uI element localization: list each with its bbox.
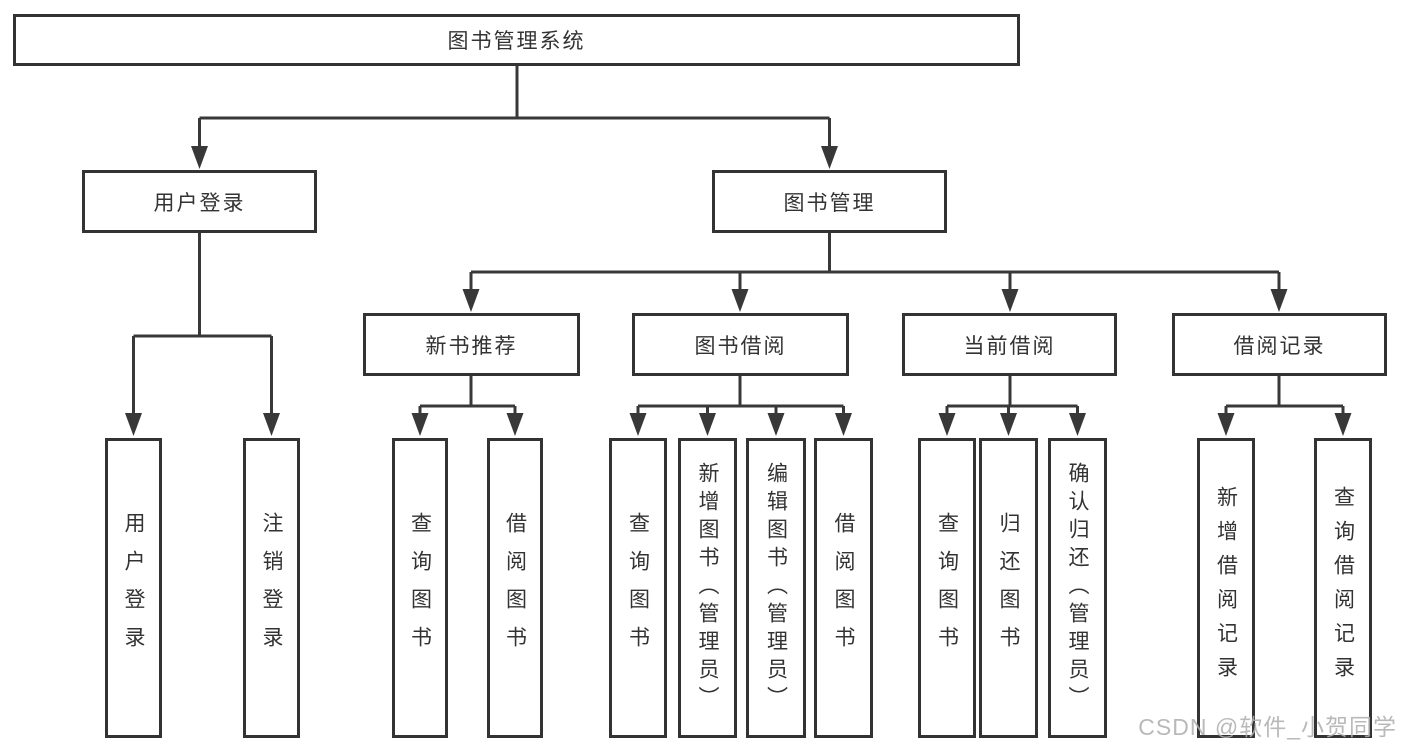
leaf-user-login: 用户登录 [105,438,162,738]
leaf-edit-book-admin-label: 编辑图书（管理员） [764,462,788,714]
leaf-add-borrow-record: 新增借阅记录 [1197,438,1255,738]
leaf-user-login-label: 用户登录 [122,512,145,664]
leaf-query-books-1-label: 查询图书 [408,512,432,664]
node-current-borrow: 当前借阅 [902,313,1117,376]
node-borrow-records: 借阅记录 [1172,313,1387,376]
leaf-query-books-1: 查询图书 [392,438,448,738]
csdn-watermark: CSDN @软件_小贺同学 [1138,714,1397,740]
node-borrow-records-label: 借阅记录 [1233,334,1326,358]
leaf-edit-book-admin: 编辑图书（管理员） [746,438,806,738]
leaf-add-borrow-record-label: 新增借阅记录 [1214,486,1238,690]
leaf-add-book-admin: 新增图书（管理员） [678,438,737,738]
leaf-confirm-return-admin: 确认归还（管理员） [1048,438,1107,738]
leaf-query-books-3-label: 查询图书 [935,512,959,664]
leaf-query-borrow-record: 查询借阅记录 [1314,438,1372,738]
leaf-borrow-books-2-label: 借阅图书 [832,512,855,664]
connector-current-borrow-branch [938,376,1086,436]
leaf-borrow-books-1: 借阅图书 [487,438,543,738]
node-book-borrow-label: 图书借阅 [694,334,787,358]
connector-book-borrow-branch [629,376,852,436]
leaf-borrow-books-2: 借阅图书 [814,438,873,738]
node-user-login: 用户登录 [82,170,317,233]
leaf-query-books-3: 查询图书 [918,438,976,738]
leaf-add-book-admin-label: 新增图书（管理员） [696,462,719,714]
node-book-borrow: 图书借阅 [632,313,849,376]
leaf-query-books-2: 查询图书 [609,438,667,738]
leaf-query-books-2-label: 查询图书 [626,512,650,664]
leaf-confirm-return-admin-label: 确认归还（管理员） [1066,462,1089,714]
node-current-borrow-label: 当前借阅 [963,334,1056,358]
node-user-login-label: 用户登录 [153,191,246,215]
node-new-book-recommend-label: 新书推荐 [425,334,518,358]
leaf-query-borrow-record-label: 查询借阅记录 [1331,486,1355,690]
node-new-book-recommend: 新书推荐 [363,313,580,376]
leaf-logout: 注销登录 [243,438,300,738]
connector-book-management-branch [462,233,1288,312]
leaf-return-book-label: 归还图书 [997,512,1020,664]
node-root-system: 图书管理系统 [13,14,1020,66]
connector-borrow-records-branch [1217,376,1352,436]
connector-root-to-level2 [191,66,838,169]
node-book-management-label: 图书管理 [783,191,876,215]
connector-new-book-branch [411,376,524,436]
leaf-borrow-books-1-label: 借阅图书 [503,512,527,664]
connector-user-login-branch [125,233,280,436]
node-book-management: 图书管理 [712,170,947,233]
leaf-return-book: 归还图书 [979,438,1038,738]
node-root-label: 图书管理系统 [447,30,586,53]
leaf-logout-label: 注销登录 [260,512,283,664]
